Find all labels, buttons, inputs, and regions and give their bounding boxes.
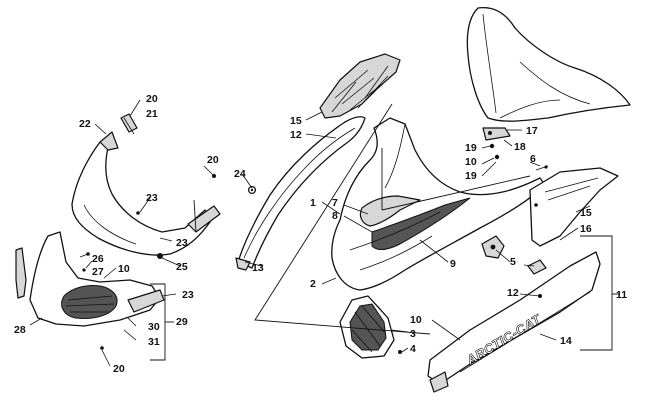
- side-trim-rail: [235, 116, 366, 271]
- windshield-bracket: [482, 127, 511, 160]
- skid-plate: [29, 231, 165, 350]
- callout-10-bottom: 10: [410, 314, 422, 326]
- callout-12-right: 12: [507, 287, 519, 299]
- callout-5: 5: [510, 256, 516, 268]
- right-side-panel: [529, 167, 619, 247]
- callout-15-left: 15: [290, 115, 302, 127]
- callout-20-bottom: 20: [113, 363, 125, 375]
- lower-side-panel: ARCTIC-CAT: [427, 251, 601, 393]
- windshield: [466, 6, 631, 122]
- callout-19-top: 19: [465, 142, 477, 154]
- air-intake-grille: [339, 295, 402, 359]
- upper-nose-trim: [319, 53, 401, 119]
- callout-7: 7: [332, 197, 338, 209]
- callout-20-top: 20: [146, 93, 158, 105]
- callout-9: 9: [450, 258, 456, 270]
- callout-labels: 20 21 22 20 24 23 23 25 26 27 10 28 23 2…: [14, 93, 627, 375]
- leader-lines: [29, 99, 591, 367]
- callout-18: 18: [514, 141, 526, 153]
- callout-3: 3: [410, 328, 416, 340]
- callout-23-a: 23: [146, 192, 158, 204]
- callout-25: 25: [176, 261, 188, 273]
- callout-21: 21: [146, 108, 158, 120]
- callout-1: 1: [310, 197, 316, 209]
- callout-23-b: 23: [176, 237, 188, 249]
- callout-10-left: 10: [118, 263, 130, 275]
- callout-28: 28: [14, 324, 26, 336]
- callout-2: 2: [310, 278, 316, 290]
- callout-19-bottom: 19: [465, 170, 477, 182]
- callout-16: 16: [580, 223, 592, 235]
- callout-12-left: 12: [290, 129, 302, 141]
- callout-8: 8: [332, 210, 338, 222]
- callout-17: 17: [526, 125, 538, 137]
- callout-4: 4: [410, 343, 416, 355]
- callout-11: 11: [616, 289, 627, 301]
- callout-10-mid: 10: [465, 156, 477, 168]
- callout-20-mid: 20: [207, 154, 219, 166]
- callout-26: 26: [92, 253, 104, 265]
- main-hood: [331, 117, 546, 291]
- callout-14: 14: [560, 335, 572, 347]
- callout-31: 31: [148, 336, 160, 348]
- tow-strap: [15, 247, 27, 299]
- mount-bracket: [481, 235, 505, 259]
- callout-6: 6: [530, 153, 536, 165]
- callout-15-right: 15: [580, 207, 592, 219]
- bolt-20-21: [120, 113, 138, 135]
- callout-27: 27: [92, 266, 104, 278]
- callout-23-c: 23: [182, 289, 194, 301]
- callout-13: 13: [252, 262, 264, 274]
- callout-22: 22: [79, 118, 91, 130]
- callout-30: 30: [148, 321, 160, 333]
- callout-29: 29: [176, 316, 188, 328]
- callout-24: 24: [234, 168, 246, 180]
- hardware-screw-6: [535, 165, 549, 171]
- grouping-brackets: [150, 103, 620, 361]
